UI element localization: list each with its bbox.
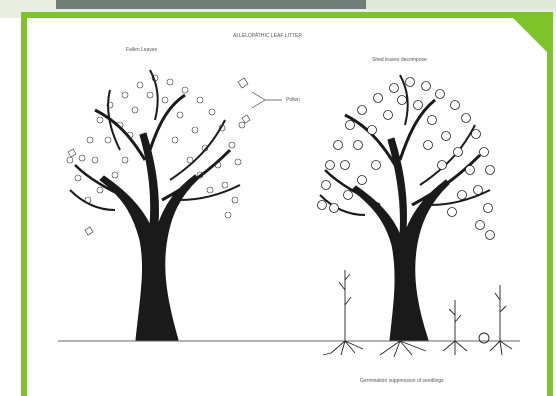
left-tree-branch (150, 70, 158, 120)
leaf (398, 96, 407, 105)
leaf (480, 148, 489, 157)
leaf (97, 117, 103, 123)
pollen-pointer (252, 100, 265, 108)
pollen-label: Pollen (286, 97, 300, 103)
leaf (137, 82, 143, 88)
leaf (484, 204, 493, 213)
leaf (472, 130, 481, 139)
left-tree-branch (170, 120, 225, 180)
pollen-pointer (252, 92, 265, 100)
leaf (438, 161, 447, 170)
leaf (346, 121, 355, 130)
leaf (436, 90, 445, 99)
leaf (476, 221, 485, 230)
leaf (462, 114, 471, 123)
leaf (182, 87, 188, 93)
leaf (372, 161, 381, 170)
diagram-title: ALLELOPATHIC LEAF LITTER (233, 33, 302, 39)
leaf (85, 197, 91, 203)
leaf (428, 116, 437, 125)
left-tree-label: Fallen Leaves (126, 47, 157, 53)
leaf (162, 97, 168, 103)
tree-roots (380, 341, 426, 357)
left-tree-branch (70, 190, 115, 210)
leaf (122, 157, 128, 163)
leaf (422, 82, 431, 91)
leaf (344, 191, 353, 200)
leaf (97, 187, 103, 193)
left-tree-trunk (100, 133, 198, 340)
right-tree-label: Shed leaves decompose (372, 57, 427, 63)
leaf (390, 84, 399, 93)
pollen-grain (242, 115, 250, 123)
leaf (384, 111, 393, 120)
leaf (187, 157, 193, 163)
leaf (442, 132, 451, 141)
leaf (192, 127, 198, 133)
leaf (79, 155, 85, 161)
leaf (197, 97, 203, 103)
left-tree-branch (95, 110, 145, 160)
leaf (239, 122, 245, 128)
seedling-roots (490, 341, 512, 355)
leaf (318, 201, 327, 210)
leaf (454, 148, 463, 157)
leaf (122, 92, 128, 98)
seedling (449, 300, 461, 341)
leaf (209, 109, 215, 115)
leaf (207, 187, 213, 193)
leaf (177, 112, 183, 118)
seedling (339, 270, 351, 341)
seedling-roots (323, 341, 363, 355)
leaf (92, 157, 98, 163)
right-tree-trunk (352, 138, 449, 340)
leaf (229, 142, 235, 148)
leaf (67, 157, 73, 163)
leaf (406, 78, 415, 87)
leaf (75, 175, 81, 181)
seedling (495, 285, 506, 341)
leaf (232, 197, 238, 203)
leaf (458, 191, 467, 200)
leaf (222, 182, 228, 188)
leaf (358, 176, 367, 185)
leaf (330, 204, 339, 213)
leaf (132, 107, 138, 113)
leaf (334, 141, 343, 150)
leaf (451, 101, 460, 110)
leaf (448, 208, 457, 217)
pollen-grain (68, 149, 76, 157)
leaf (414, 101, 423, 110)
leaf (354, 141, 363, 150)
leaf (147, 92, 153, 98)
leaf (486, 166, 495, 175)
leaf (474, 186, 483, 195)
leaf (341, 161, 350, 170)
leaf (424, 141, 433, 150)
leaf (358, 106, 367, 115)
leaf (322, 181, 331, 190)
left-tree-branch (108, 90, 120, 150)
leaf (326, 161, 335, 170)
seed (479, 333, 489, 343)
leaf (466, 166, 475, 175)
pollen-grain (238, 78, 248, 88)
leaf (235, 159, 241, 165)
pollen-grain (85, 227, 93, 235)
leaf (225, 212, 231, 218)
ground-label: Germination suppression of seedlings (360, 378, 444, 384)
leaf (167, 79, 173, 85)
leaf (368, 126, 377, 135)
leaf (374, 94, 383, 103)
leaf (105, 137, 111, 143)
leaf (172, 137, 178, 143)
left-tree-branch (150, 95, 185, 150)
right-tree-branch (325, 170, 380, 205)
seedling-roots (443, 341, 467, 355)
leaf (486, 231, 495, 240)
leaf (87, 137, 93, 143)
leaf (112, 172, 118, 178)
